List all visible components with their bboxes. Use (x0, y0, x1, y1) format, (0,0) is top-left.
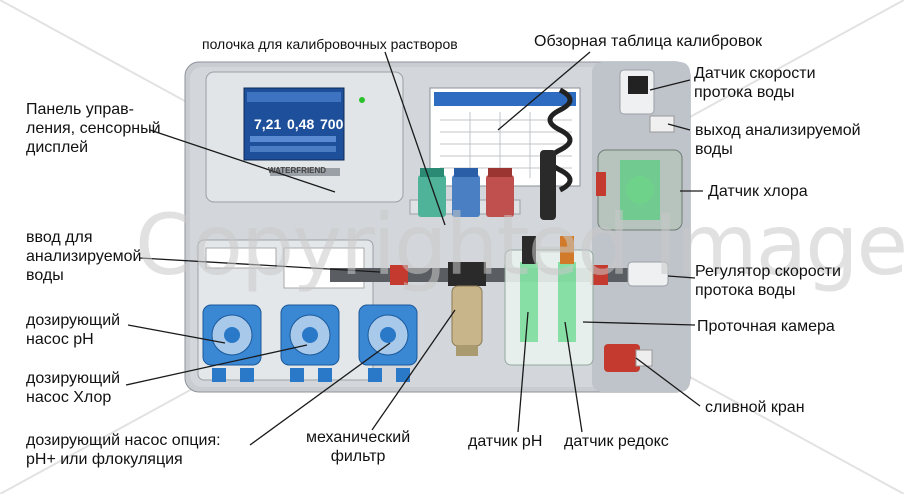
label-mechanical-filter: механический фильтр (306, 429, 411, 465)
device-brand: WATERFRIEND (268, 166, 327, 175)
label-calibration-shelf: полочка для калибровочных растворов (202, 36, 458, 52)
label-water-outlet: выход анализируемой воды (695, 122, 861, 158)
label-ph-sensor: датчик pH (468, 433, 543, 450)
screen-value-chlorine: 0,48 (287, 116, 315, 132)
label-flow-cell: Проточная камера (697, 318, 835, 335)
dosing-pump-option (358, 304, 418, 382)
mechanical-filter (448, 262, 486, 356)
label-pump-chlorine: дозирующий насос Хлор (26, 370, 121, 406)
flow-cell (504, 236, 594, 366)
label-control-panel: Панель управ- ления, сенсорный дисплей (26, 101, 161, 156)
label-water-inlet: ввод для анализируемой воды (26, 229, 142, 284)
bottle-red (486, 175, 514, 217)
label-drain-valve: сливной кран (705, 399, 805, 416)
drain-valve (604, 344, 640, 372)
label-flow-speed-sensor: Датчик скорости протока воды (694, 65, 816, 101)
screen-value-redox: 700 (320, 116, 344, 132)
label-chlorine-sensor: Датчик хлора (708, 183, 808, 200)
label-calibration-table: Обзорная таблица калибровок (534, 33, 763, 50)
chlorine-sensor (596, 149, 683, 231)
coiled-cable (547, 87, 573, 193)
label-redox-sensor: датчик редокс (564, 433, 669, 450)
dosing-pump-ph (202, 304, 262, 382)
watermark-text: Copyrighted Image (135, 196, 904, 294)
screen-value-ph: 7,21 (254, 116, 282, 132)
label-pump-ph: дозирующий насос pH (26, 312, 121, 348)
label-pump-option: дозирующий насос опция: pH+ или флокуляц… (26, 432, 221, 468)
dosing-pump-chlorine (280, 304, 340, 382)
leader-lines (125, 51, 703, 446)
label-flow-regulator: Регулятор скорости протока воды (695, 263, 841, 299)
water-outlet (649, 115, 675, 133)
flow-regulator (627, 261, 669, 287)
bottle-blue (452, 175, 480, 217)
